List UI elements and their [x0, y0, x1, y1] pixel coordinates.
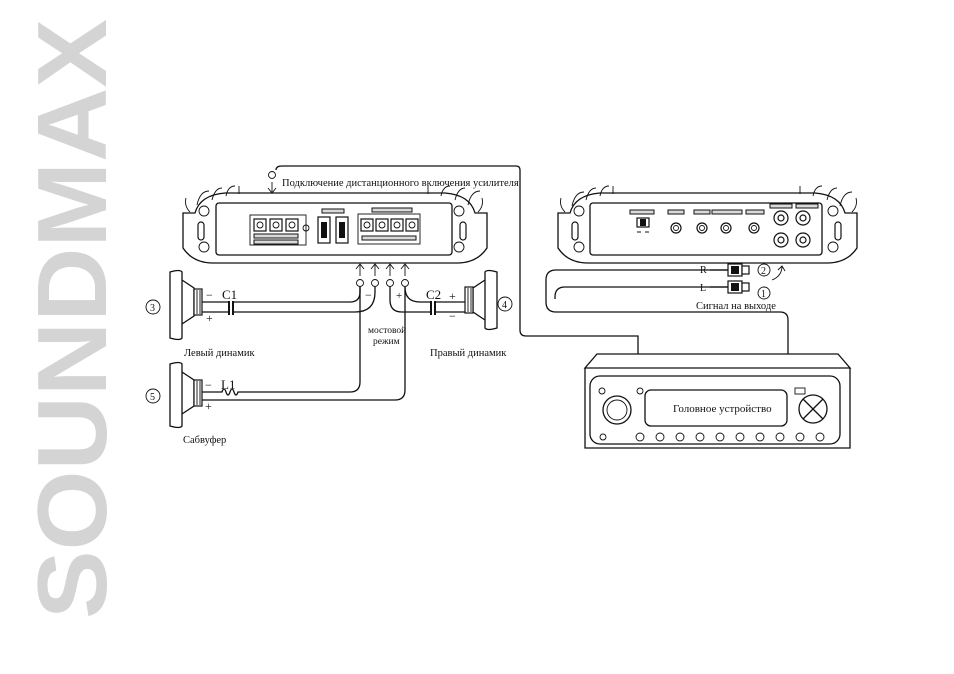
subwoofer: 5 − + Сабвуфер: [146, 363, 226, 447]
callout-4: 4: [502, 300, 507, 311]
right-speaker-label: Правый динамик: [430, 348, 507, 359]
subwoofer-label: Сабвуфер: [183, 435, 226, 446]
right-speaker: 4 + − Правый динамик: [430, 271, 512, 360]
signal-output-label: Сигнал на выходе: [696, 301, 776, 312]
callout-5: 5: [150, 392, 155, 403]
bridge-mode-note: − + мостовой режим: [365, 288, 406, 347]
rca-l-label: L: [700, 283, 706, 294]
bridge-mode-label-1: мостовой: [368, 325, 406, 336]
amplifier-icon: [183, 186, 487, 263]
left-speaker-minus: −: [206, 288, 213, 302]
subwoofer-minus: −: [205, 378, 212, 392]
rca-plug-icon: R L 2 1 Сигнал на выходе: [696, 264, 785, 312]
right-speaker-plus: +: [449, 289, 456, 303]
right-speaker-minus: −: [449, 309, 456, 323]
speaker-icon: [170, 271, 202, 340]
callout-3: 3: [150, 303, 155, 314]
head-unit-label: Головное устройство: [673, 403, 772, 415]
left-speaker: 3 − + Левый динамик: [146, 271, 255, 360]
bridge-plus: +: [396, 290, 402, 302]
remote-connection-label: Подключение дистанционного включения уси…: [282, 178, 519, 189]
bridge-mode-label-2: режим: [373, 337, 400, 347]
speaker-icon: [465, 271, 497, 330]
speaker-icon: [170, 363, 202, 428]
callout-2: 2: [761, 266, 766, 277]
head-unit-icon: Головное устройство: [585, 354, 850, 448]
left-speaker-plus: +: [206, 311, 213, 325]
bridge-minus: −: [365, 288, 372, 302]
capacitor-c2-label: C2: [426, 287, 441, 302]
amplifier-icon: [558, 186, 857, 263]
capacitor-c1: C1: [202, 287, 375, 315]
left-speaker-label: Левый динамик: [184, 348, 255, 359]
subwoofer-plus: +: [205, 399, 212, 413]
arrow-up-icon: [356, 264, 409, 276]
callout-1: 1: [761, 289, 766, 300]
capacitor-c1-label: C1: [222, 287, 237, 302]
